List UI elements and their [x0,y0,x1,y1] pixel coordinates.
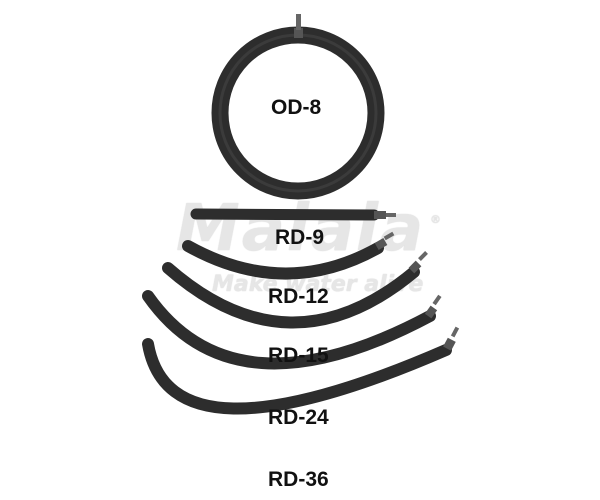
product-label-rd36: RD-36 [268,468,329,491]
tube-rd36 [142,326,460,415]
tube-rd24 [142,290,442,370]
product-label-rd12: RD-12 [268,285,329,308]
tube-rd15 [162,251,428,329]
product-label-rd15: RD-15 [268,344,329,367]
product-label-od8: OD-8 [271,96,322,119]
ring-air-stone-od8 [211,14,385,200]
watermark-registered-mark: ® [430,213,441,226]
tube-rd12 [182,231,395,280]
product-label-rd24: RD-24 [268,406,329,429]
ring-connector [294,28,303,38]
product-label-rd9: RD-9 [275,226,325,249]
tube-rd9 [190,208,396,221]
ring-connector-nozzle [296,14,301,30]
